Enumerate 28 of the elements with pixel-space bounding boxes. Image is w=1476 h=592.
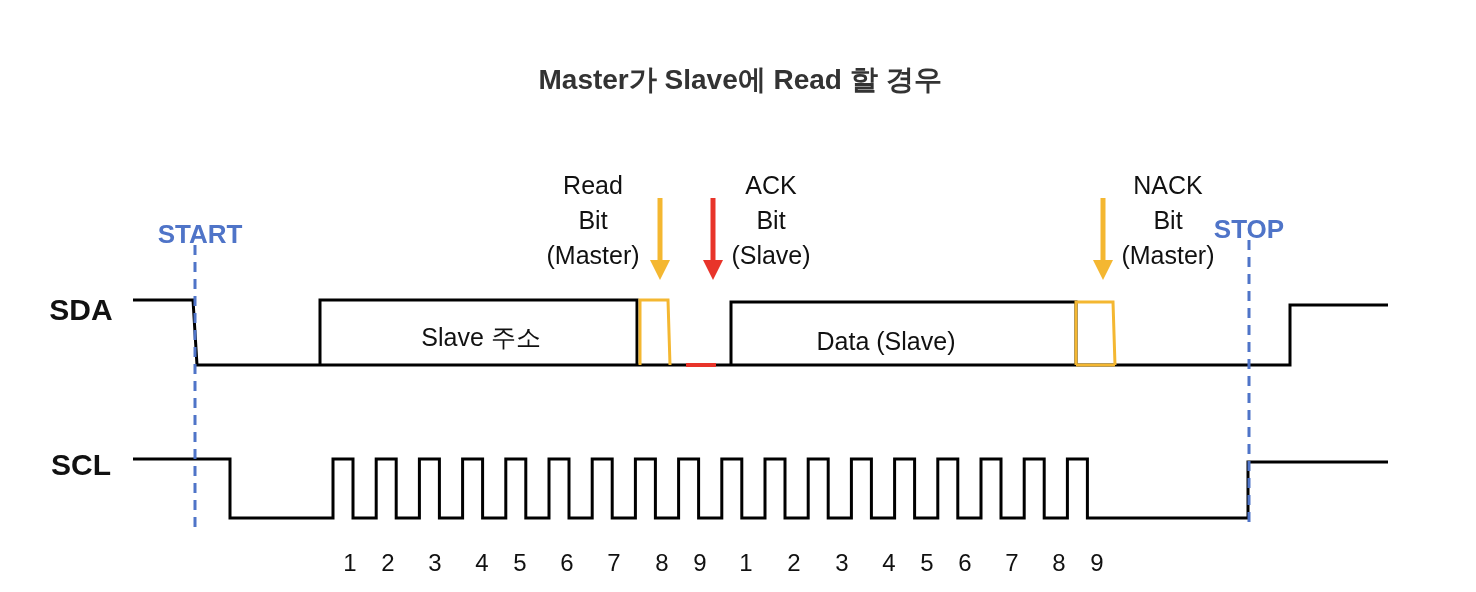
bit-number: 5 [513,548,527,578]
bit-number: 5 [920,548,934,578]
bit-number: 1 [343,548,357,578]
bit-annotation: NACK Bit (Master) [1121,170,1215,271]
bit-number: 4 [475,548,489,578]
bit-number: 3 [428,548,442,578]
bit-number: 2 [381,548,395,578]
bit-number: 3 [835,548,849,578]
bit-number: 7 [1005,548,1019,578]
bit-number: 8 [1052,548,1066,578]
bit-number: 1 [739,548,753,578]
field-label: Data (Slave) [816,326,956,357]
stop-condition-label: STOP [1213,213,1285,246]
diagram-title: Master가 Slave에 Read 할 경우 [538,63,942,97]
start-condition-label: START [157,218,243,251]
signal-name: SCL [51,447,111,483]
bit-number: 9 [1090,548,1104,578]
bit-number: 8 [655,548,669,578]
field-label: Slave 주소 [421,322,541,353]
bit-annotation: ACK Bit (Slave) [731,170,811,271]
signal-name: SDA [49,292,113,328]
bit-number: 6 [560,548,574,578]
bit-number: 2 [787,548,801,578]
bit-number: 9 [693,548,707,578]
bit-annotation: Read Bit (Master) [546,170,640,271]
bit-number: 7 [607,548,621,578]
bit-number: 6 [958,548,972,578]
bit-number: 4 [882,548,896,578]
